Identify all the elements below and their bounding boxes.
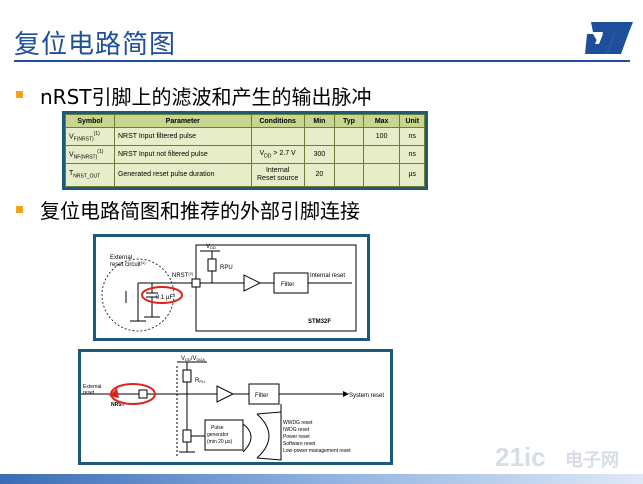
- symbol-cell: VF(NRST)(1): [65, 127, 115, 146]
- or-gate: [242, 423, 252, 453]
- col-header-parameter: Parameter: [113, 114, 252, 128]
- col-header-unit: Unit: [399, 114, 425, 128]
- capacitor-highlight-ellipse: [141, 286, 183, 304]
- schmitt-buffer-2: [216, 385, 235, 403]
- typ-cell: [334, 162, 364, 188]
- min-cell: [303, 127, 336, 146]
- external-label-1: External: [110, 255, 132, 261]
- unit-cell: µs: [399, 162, 425, 188]
- reset-circuit-diagram-1: External reset circuit(1) NRST(2) VDD RP…: [93, 234, 370, 341]
- pulse-generator-block: [204, 419, 244, 451]
- vdd-vdda-label: VDD/VDDA: [181, 356, 205, 362]
- source-software-reset: Software reset: [283, 441, 316, 447]
- table-row: TNRST_OUT Generated reset pulse duration…: [65, 162, 425, 188]
- rpu-resistor: [207, 258, 217, 272]
- chip-label: STM32F: [308, 319, 331, 325]
- footer-gradient-bar: [0, 474, 643, 484]
- source-power-reset: Power reset: [283, 434, 310, 440]
- col-header-conditions: Conditions: [250, 114, 305, 128]
- rpu-label: RPU: [220, 265, 233, 271]
- title-rule: [14, 60, 630, 62]
- reset-circuit-diagram-2: VDD/VDDA RPU NRST External reset Filter …: [78, 349, 393, 465]
- parameter-cell: NRST Input filtered pulse: [113, 127, 252, 146]
- rpu-label-2: RPU: [195, 378, 205, 384]
- filter-label-2: Filter: [255, 393, 268, 399]
- red-arrow-icon: [109, 388, 119, 398]
- watermark-text-1: 21ic: [495, 442, 546, 472]
- nrst-label: NRST(2): [172, 271, 194, 279]
- col-header-max: Max: [362, 114, 401, 128]
- col-header-symbol: Symbol: [65, 114, 115, 128]
- nrst-spec-table: Symbol Parameter Conditions Min Typ Max …: [62, 111, 428, 190]
- internal-reset-label: Internal reset: [310, 273, 345, 279]
- parameter-cell: Generated reset pulse duration: [113, 162, 252, 188]
- max-cell: 100: [362, 127, 401, 146]
- typ-cell: [334, 144, 364, 164]
- watermark-logo: 21ic 电子网: [495, 436, 635, 476]
- min-cell: 20: [303, 162, 336, 188]
- max-cell: [362, 162, 401, 188]
- bullet-1-rest: 引脚上的滤波和产生的输出脉冲: [91, 85, 372, 109]
- diagram-2-svg: VDD/VDDA RPU NRST External reset Filter …: [81, 356, 384, 461]
- filter-label: Filter: [281, 282, 294, 288]
- system-reset-label: System reset: [349, 393, 384, 399]
- conditions-cell: VDD > 2.7 V: [250, 144, 305, 164]
- nrst-pin: [191, 278, 201, 288]
- conditions-cell: [250, 127, 305, 146]
- symbol-cell: VNF(NRST)(1): [65, 144, 115, 164]
- col-header-typ: Typ: [334, 114, 364, 128]
- st-logo: [585, 22, 633, 54]
- bullet-text-2: 复位电路简图和推荐的外部引脚连接: [40, 199, 360, 223]
- external-circuit-outline: [101, 258, 175, 332]
- bullet-1-prefix: nRST: [40, 85, 92, 109]
- rpu-resistor-2: [182, 369, 192, 383]
- col-header-min: Min: [303, 114, 336, 128]
- external-label-2b: reset: [83, 390, 95, 396]
- diagram-1-svg: External reset circuit(1) NRST(2) VDD RP…: [101, 244, 357, 332]
- symbol-cell: TNRST_OUT: [65, 162, 115, 188]
- pulse-gen-label-3: (min 20 µs): [207, 439, 232, 445]
- chip-outline: [195, 244, 357, 332]
- slide-title: 复位电路简图: [14, 30, 177, 60]
- schmitt-buffer: [243, 274, 262, 292]
- table-row: VF(NRST)(1) NRST Input filtered pulse 10…: [65, 127, 425, 146]
- source-iwdg-reset: IWDG reset: [283, 427, 310, 433]
- pulse-gen-label-1: Pulse: [211, 425, 224, 431]
- bullet-marker-2: [16, 206, 23, 213]
- source-wwdg-reset: WWDG reset: [283, 420, 313, 426]
- vdd-label: VDD: [206, 244, 216, 250]
- typ-cell: [334, 127, 364, 146]
- unit-cell: ns: [399, 144, 425, 164]
- external-label-2: reset circuit(1): [110, 260, 146, 268]
- nrst-pin-2: [138, 389, 148, 399]
- source-low-power-reset: Low-power management reset: [283, 448, 351, 454]
- bullet-text-1: nRST引脚上的滤波和产生的输出脉冲: [40, 81, 371, 110]
- table-row: VNF(NRST)(1) NRST Input not filtered pul…: [65, 144, 425, 164]
- watermark-text-2: 电子网: [565, 449, 619, 470]
- pulse-gen-label-2: generator: [207, 432, 229, 438]
- unit-cell: ns: [399, 127, 425, 146]
- table-header-row: Symbol Parameter Conditions Min Typ Max …: [65, 114, 425, 128]
- reset-sources-bus: [256, 411, 282, 461]
- pulldown-transistor: [182, 429, 192, 443]
- min-cell: 300: [303, 144, 336, 164]
- external-label-2a: External: [83, 384, 101, 390]
- cap-label: 0.1 µF: [156, 295, 173, 301]
- max-cell: [362, 144, 401, 164]
- bullet-marker-1: [16, 91, 23, 98]
- parameter-cell: NRST Input not filtered pulse: [113, 144, 252, 164]
- nrst-label-2: NRST: [111, 402, 125, 408]
